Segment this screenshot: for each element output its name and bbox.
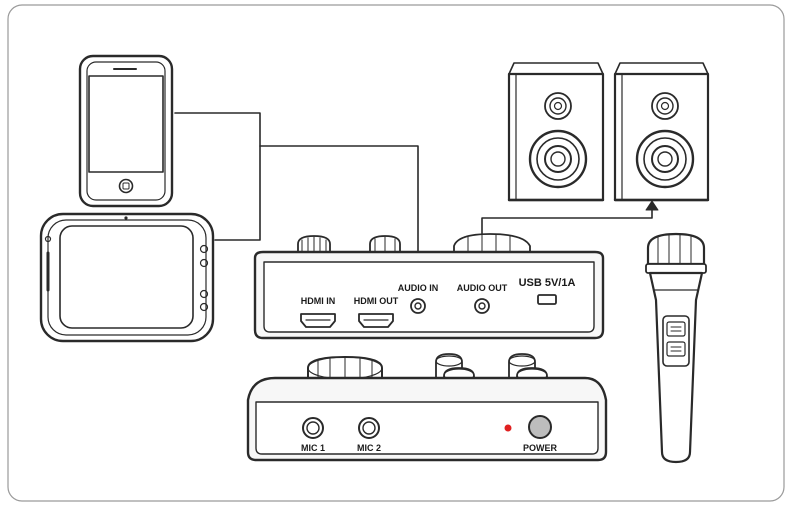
power-label: POWER (523, 443, 558, 453)
mic1-label: MIC 1 (301, 443, 325, 453)
speaker-left-icon (507, 62, 605, 202)
hdmi-out-port (358, 313, 394, 328)
tablet-icon (39, 212, 215, 343)
cable-phone (174, 112, 261, 241)
usb-port (537, 294, 557, 305)
mic2-label: MIC 2 (357, 443, 381, 453)
arrow-head (645, 200, 659, 211)
usb-label: USB 5V/1A (519, 277, 576, 289)
audio-out-jack (474, 298, 490, 314)
speaker-right-icon (613, 62, 710, 202)
wireless-microphone-icon (645, 232, 707, 464)
power-button (528, 415, 552, 439)
hdmi-out-label: HDMI OUT (354, 296, 399, 306)
smartphone-icon (78, 54, 174, 208)
mixer-front-panel-icon (246, 353, 608, 462)
cable-to-audio-in (259, 145, 419, 257)
mic2-jack (358, 417, 380, 439)
hdmi-in-label: HDMI IN (301, 296, 336, 306)
mic1-jack (302, 417, 324, 439)
mixer-back-panel-icon (253, 233, 605, 340)
audio-out-label: AUDIO OUT (457, 283, 508, 293)
audio-in-label: AUDIO IN (398, 283, 439, 293)
power-indicator (504, 424, 512, 432)
hdmi-in-port (300, 313, 336, 328)
audio-in-jack (410, 298, 426, 314)
